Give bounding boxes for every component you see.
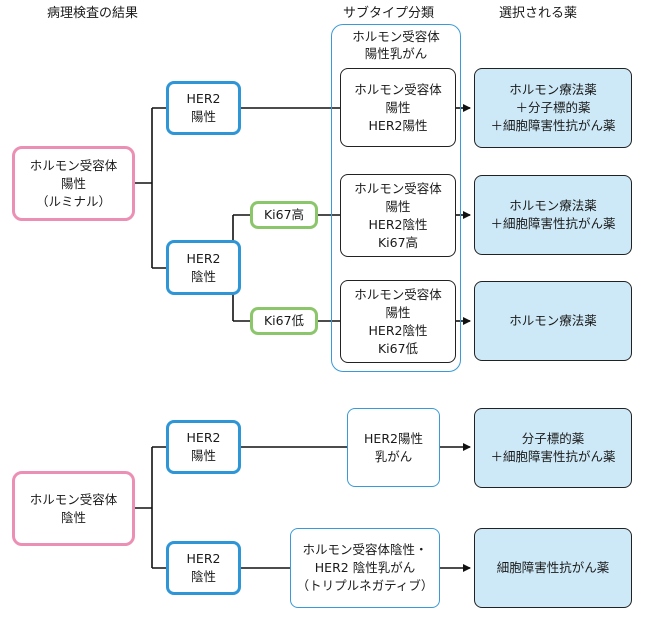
drug-box-4: 分子標的薬 ＋細胞障害性抗がん薬 [474, 408, 632, 488]
subtype-box-triple-negative: ホルモン受容体陰性・ HER2 陰性乳がん （トリプルネガティブ） [290, 528, 440, 608]
drug-box-3: ホルモン療法薬 [474, 281, 632, 361]
hr-positive-box: ホルモン受容体 陽性 （ルミナル） [12, 146, 135, 221]
ki67-high-box: Ki67高 [250, 201, 318, 229]
drug-box-2: ホルモン療法薬 ＋細胞障害性抗がん薬 [474, 175, 632, 255]
subtype-box-hr-pos-her2-neg-ki67-high: ホルモン受容体 陽性 HER2陰性 Ki67高 [340, 174, 456, 257]
drug-box-5: 細胞障害性抗がん薬 [474, 528, 632, 608]
header-subtype: サブタイプ分類 [343, 6, 435, 21]
subtype-box-hr-pos-her2-pos: ホルモン受容体 陽性 HER2陽性 [340, 68, 456, 147]
her2-positive-box-lower: HER2 陽性 [166, 420, 241, 474]
her2-positive-box: HER2 陽性 [166, 81, 241, 135]
subtype-group-label: ホルモン受容体 陽性乳がん [352, 29, 440, 61]
subtype-group-panel [331, 24, 461, 372]
header-pathology: 病理検査の結果 [47, 6, 139, 21]
header-drug: 選択される薬 [499, 6, 578, 21]
subtype-box-hr-pos-her2-neg-ki67-low: ホルモン受容体 陽性 HER2陰性 Ki67低 [340, 280, 456, 363]
drug-box-1: ホルモン療法薬 ＋分子標的薬 ＋細胞障害性抗がん薬 [474, 68, 632, 148]
hr-negative-box: ホルモン受容体 陰性 [12, 471, 135, 546]
subtype-box-her2-positive: HER2陽性 乳がん [347, 408, 440, 487]
ki67-low-box: Ki67低 [250, 307, 318, 335]
her2-negative-box: HER2 陰性 [166, 240, 241, 295]
her2-negative-box-lower: HER2 陰性 [166, 541, 241, 595]
